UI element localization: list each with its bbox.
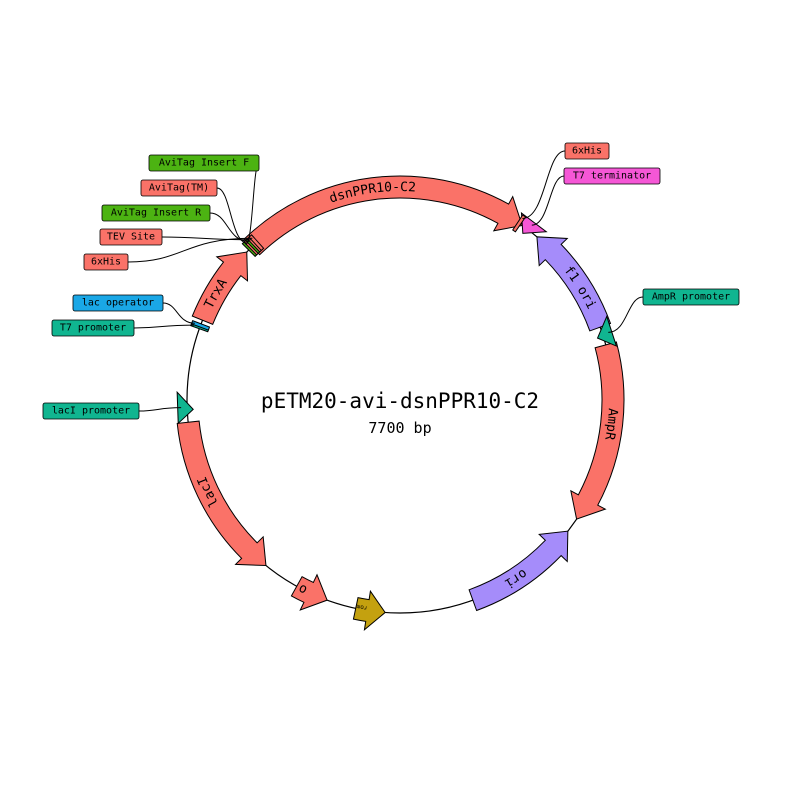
6xhis-right-leader — [522, 150, 566, 219]
aviTag-tm-label-box — [140, 179, 218, 197]
f1-ori-arrow — [536, 236, 612, 332]
ori-arrow — [468, 530, 569, 612]
plasmid-name: pETM20-avi-dsnPPR10-C2 — [261, 389, 539, 413]
rom-arrow — [352, 589, 386, 631]
aviTag-insert-r-label-box — [101, 204, 211, 222]
laci-promoter-leader — [138, 407, 182, 412]
ampr-promoter-leader — [608, 296, 644, 333]
t7-terminator-leader — [531, 175, 565, 226]
ampr-promoter-marker — [596, 315, 618, 347]
rom-label: rom — [356, 602, 368, 611]
6xhis-left-leader — [127, 237, 253, 263]
aviTag-insert-f-label-box — [148, 154, 260, 172]
lac-operator-label: lac operator — [82, 298, 154, 309]
6xhis-right-label-box — [564, 142, 610, 160]
6xhis-right-label: 6xHis — [572, 146, 602, 157]
lac-operator-marker — [190, 319, 211, 331]
t7-promoter-label: T7 promoter — [60, 323, 126, 334]
ampr-promoter-label-box — [642, 288, 740, 306]
t7-terminator-label-box — [563, 167, 661, 185]
lac-operator-leader — [162, 302, 195, 324]
laci-promoter-label-box — [42, 402, 140, 420]
aviTag-insert-r-leader — [209, 212, 249, 242]
tev-site-leader — [161, 236, 251, 241]
t7-promoter-label-box — [51, 319, 135, 337]
lac-operator-label-box — [72, 294, 164, 312]
ampr-arrow — [570, 341, 625, 520]
callout-layer: AviTag Insert F AviTag(TM) AviTag Insert R… — [42, 142, 740, 420]
rop-arrow — [290, 573, 328, 611]
6xhis-left-marker — [248, 234, 265, 252]
laci-promoter-label: lacI promoter — [52, 406, 130, 417]
laci-arrow — [176, 420, 267, 567]
6xhis-right-marker — [512, 214, 527, 233]
ampr-promoter-label: AmpR promoter — [652, 292, 730, 303]
aviTag-insert-r-label: AviTag Insert R — [111, 208, 202, 219]
aviTag-tm-label: AviTag(TM) — [149, 183, 209, 194]
tev-site-label-box — [99, 228, 163, 246]
marker-layer — [176, 211, 618, 425]
trxa-arrow — [191, 251, 249, 325]
t7-terminator-label: T7 terminator — [573, 171, 651, 182]
6xhis-left-label-box — [83, 253, 129, 271]
t7-promoter-leader — [133, 324, 195, 329]
tev-site-label: TEV Site — [107, 232, 155, 243]
plasmid-size: 7700 bp — [368, 419, 431, 437]
t7-terminator-marker — [520, 211, 548, 234]
6xhis-left-label: 6xHis — [91, 257, 121, 268]
aviTag-tm-leader — [216, 187, 248, 244]
aviTag-insert-f-label: AviTag Insert F — [159, 158, 249, 169]
